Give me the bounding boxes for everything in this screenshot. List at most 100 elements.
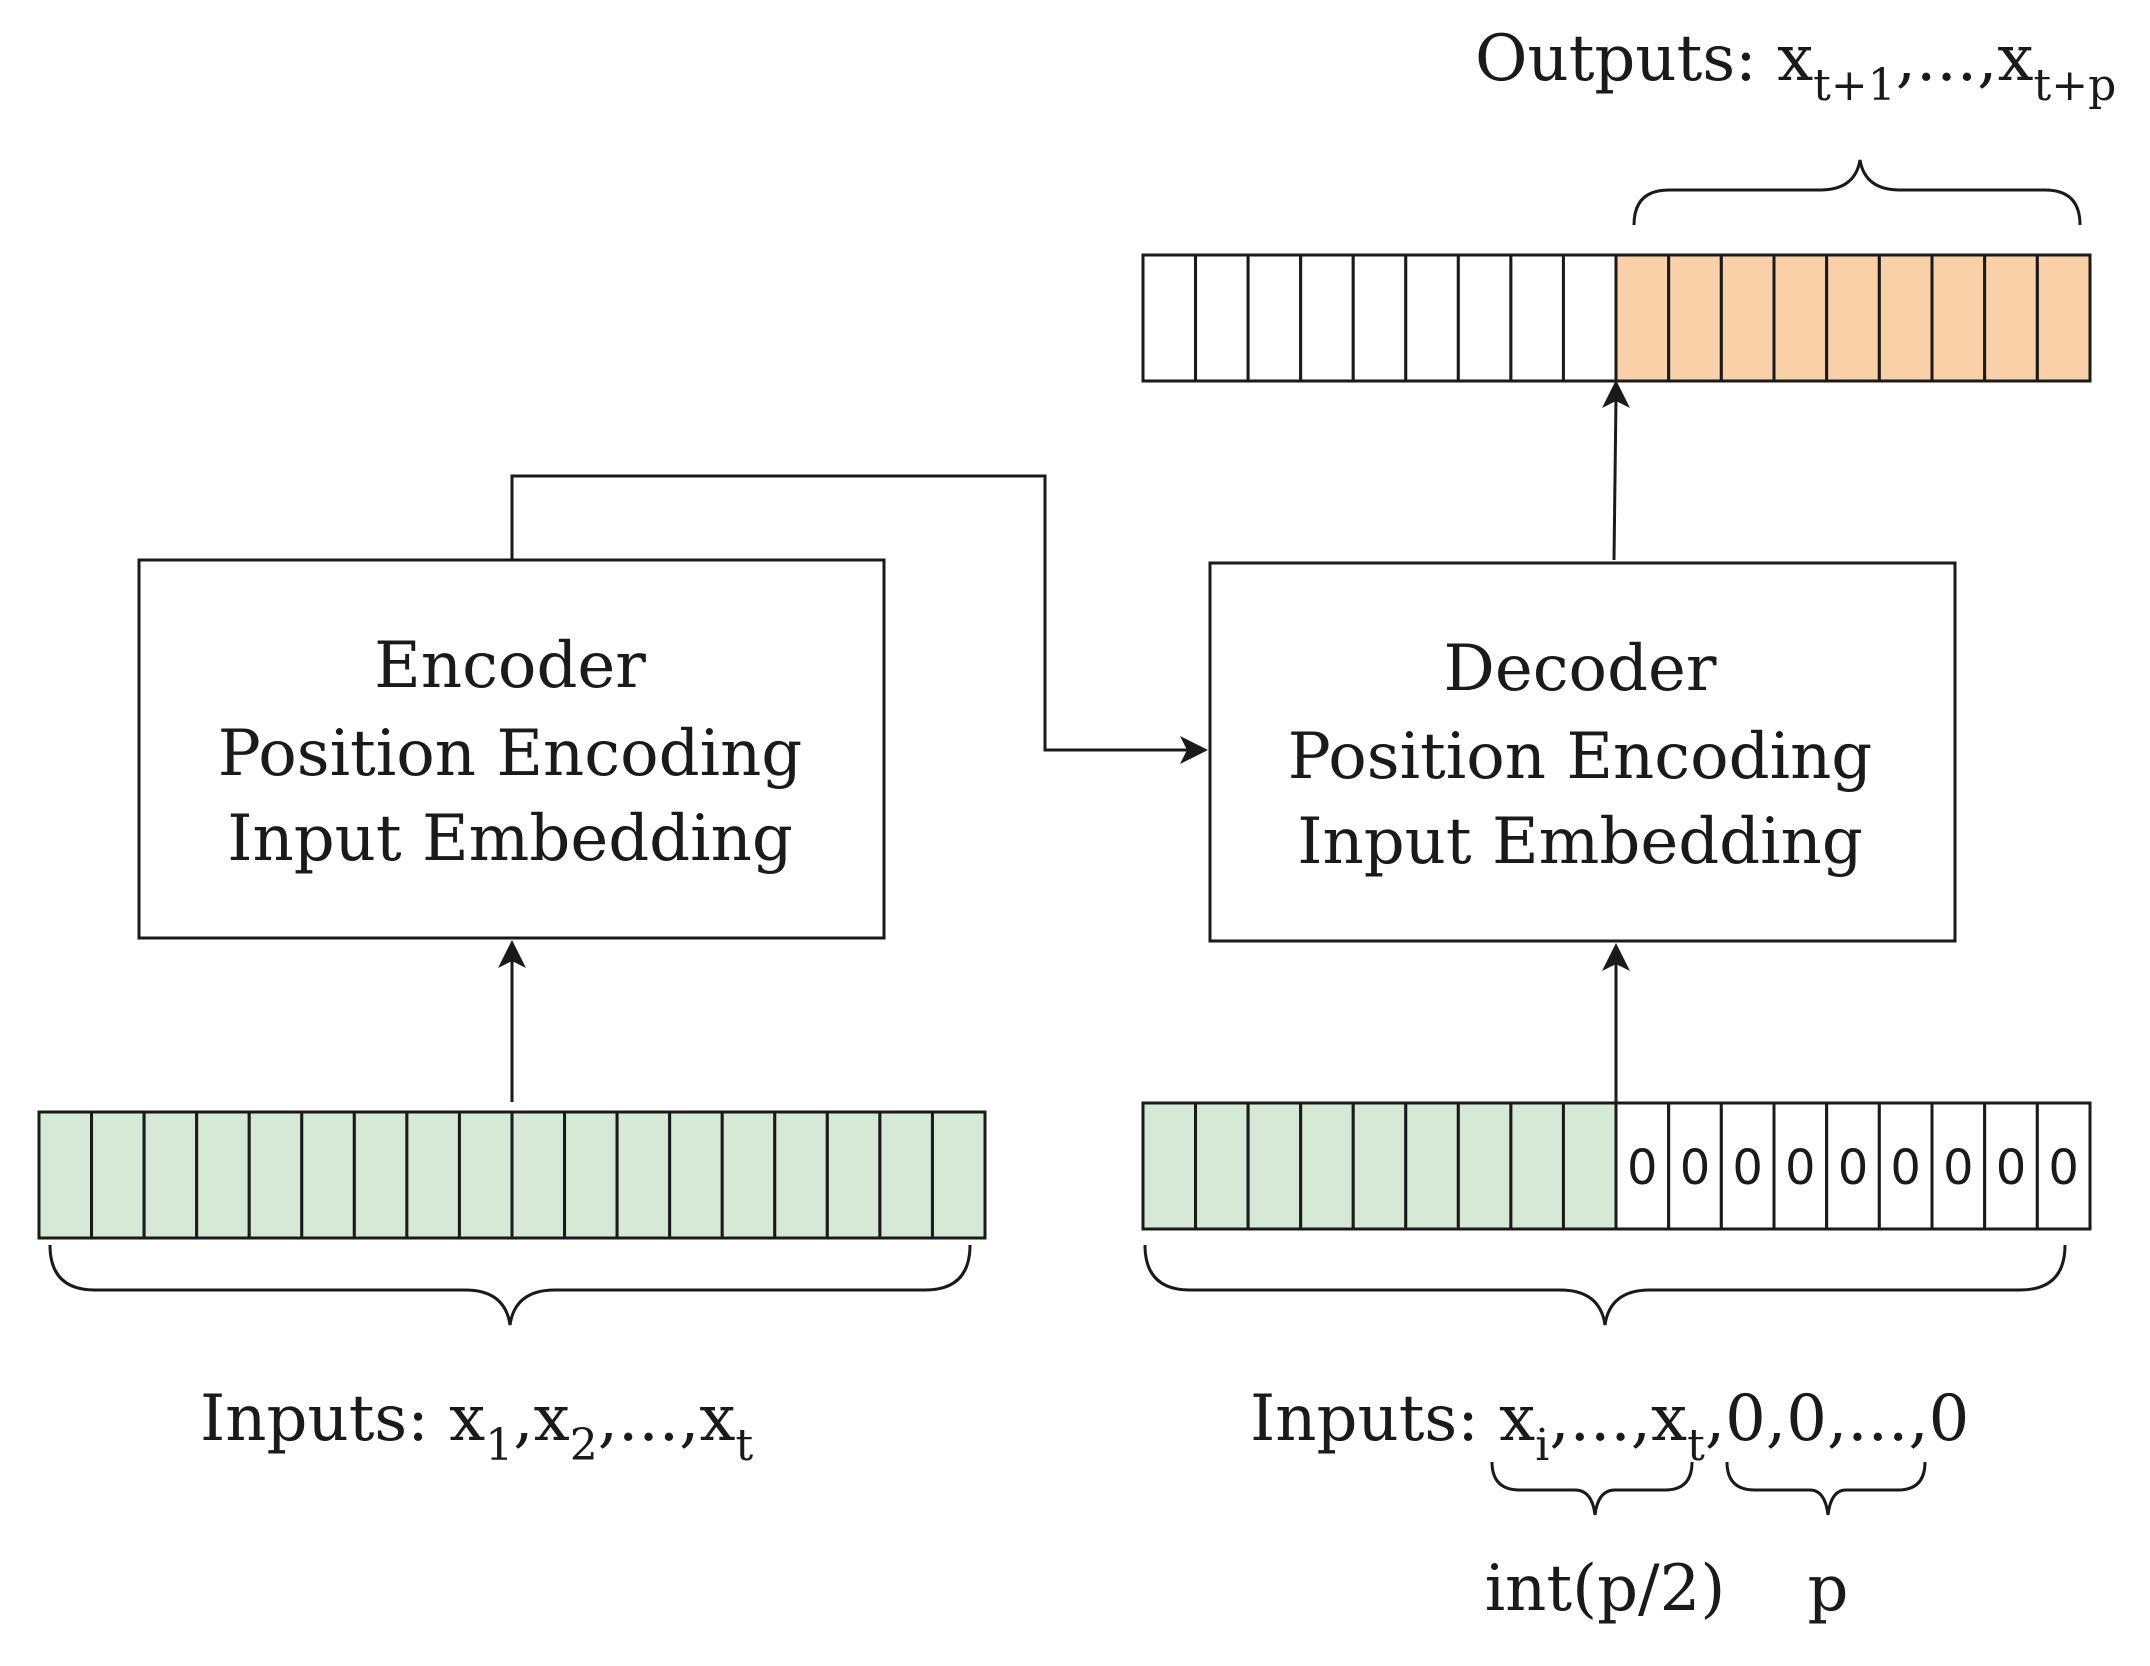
decoder-line-3: Input Embedding <box>1297 805 1863 879</box>
output-prediction-cell <box>2035 253 2092 383</box>
encoder-input-brace <box>48 1244 972 1326</box>
output-empty-cell <box>1561 253 1618 383</box>
output-empty-cell <box>1351 253 1408 383</box>
decoder-input-cell <box>1561 1101 1618 1231</box>
output-empty-cell <box>1141 253 1198 383</box>
decoder-input-arrowhead <box>1602 943 1630 971</box>
outputs-sub-2: t+p <box>2034 60 2117 111</box>
encoder-input-cell <box>457 1110 514 1240</box>
encoder-inputs-label: Inputs: x1,x2,...,xt <box>200 1382 754 1471</box>
int-p-half-brace <box>1490 1461 1694 1516</box>
encoder-line-1: Encoder <box>374 629 646 703</box>
encoder-input-cell <box>563 1110 619 1240</box>
encoder-to-decoder-arrowhead <box>1180 736 1208 764</box>
zero-cell-text: 0 <box>1785 1140 1816 1196</box>
zero-cell-text: 0 <box>1943 1140 1974 1196</box>
decoder-inputs-label: Inputs: xi,...,xt,0,0,...,0 <box>1250 1382 1969 1471</box>
output-prediction-cell <box>1772 253 1829 383</box>
dec-label-b: ,...,x <box>1549 1382 1687 1456</box>
encoder-input-arrowhead <box>498 940 526 968</box>
encoder-input-cell <box>352 1110 409 1240</box>
decoder-zero-cell <box>1667 1101 1723 1231</box>
decoder-zero-cell <box>1772 1101 1829 1231</box>
encoder-input-cell <box>405 1110 461 1240</box>
decoder-line-2: Position Encoding <box>1288 720 1873 794</box>
output-empty-cell <box>1246 253 1303 383</box>
output-empty-cell <box>1456 253 1513 383</box>
encoder-input-cell <box>825 1110 882 1240</box>
enc-label-a: Inputs: x <box>200 1382 485 1456</box>
decoder-input-cell <box>1351 1101 1408 1231</box>
encoder-to-decoder-connector <box>510 474 1190 752</box>
enc-sub-t: t <box>736 1420 754 1471</box>
encoder-input-cell <box>878 1110 934 1240</box>
encoder-line-3: Input Embedding <box>227 802 793 876</box>
decoder-input-cell <box>1141 1101 1198 1231</box>
decoder-line-1: Decoder <box>1444 632 1717 706</box>
encoder-input-cell <box>90 1110 146 1240</box>
zero-cell-text: 0 <box>1680 1140 1711 1196</box>
decoder-output-arrowhead <box>1602 380 1630 408</box>
dec-label-a: Inputs: x <box>1250 1382 1535 1456</box>
zero-cell-text: 0 <box>1838 1140 1869 1196</box>
encoder-input-cell <box>720 1110 777 1240</box>
enc-sub-2: 2 <box>570 1420 598 1471</box>
encoder-input-cell <box>668 1110 724 1240</box>
decoder-input-cell <box>1194 1101 1250 1231</box>
outputs-label: Outputs: xt+1,...,xt+p <box>1475 22 2116 111</box>
encoder-input-cell <box>773 1110 829 1240</box>
output-prediction-cell <box>1614 253 1671 383</box>
p-brace <box>1725 1461 1927 1516</box>
zero-cell-text: 0 <box>1732 1140 1763 1196</box>
encoder-input-cell <box>300 1110 356 1240</box>
decoder-output-arrow-line <box>1612 397 1618 561</box>
p-label: p <box>1808 1552 1849 1626</box>
decoder-input-cell <box>1404 1101 1460 1231</box>
decoder-zero-cell <box>1719 1101 1776 1231</box>
outputs-brace <box>1632 159 2082 226</box>
enc-label-b: ,x <box>513 1382 569 1456</box>
encoder-input-cell <box>510 1110 567 1240</box>
encoder-input-cell <box>930 1110 987 1240</box>
dec-label-c: ,0,0,...,0 <box>1705 1382 1970 1456</box>
encoder-input-cell <box>247 1110 304 1240</box>
zero-cell-text: 0 <box>2048 1140 2079 1196</box>
enc-label-c: ,...,x <box>598 1382 736 1456</box>
decoder-zero-cell <box>1614 1101 1671 1231</box>
encoder-line-2: Position Encoding <box>218 717 803 791</box>
output-prediction-cell <box>1667 253 1723 383</box>
decoder-input-cell <box>1509 1101 1565 1231</box>
outputs-sub-1: t+1 <box>1813 60 1896 111</box>
encoder-input-array <box>37 1110 987 1240</box>
outputs-mid: ,...,x <box>1896 22 2034 96</box>
encoder-input-cell <box>142 1110 199 1240</box>
outputs-label-main: Outputs: x <box>1475 22 1813 96</box>
encoder-input-cell <box>37 1110 94 1240</box>
encoder-input-cell <box>615 1110 672 1240</box>
output-array <box>1141 253 2092 383</box>
decoder-box <box>1208 561 1957 943</box>
decoder-input-brace <box>1143 1244 2067 1326</box>
output-prediction-cell <box>1930 253 1987 383</box>
decoder-input-cell <box>1246 1101 1303 1231</box>
decoder-input-cell <box>1456 1101 1513 1231</box>
zero-cell-text: 0 <box>1996 1140 2027 1196</box>
output-prediction-cell <box>1877 253 1934 383</box>
encoder-input-cell <box>195 1110 251 1240</box>
zero-cell-text: 0 <box>1890 1140 1921 1196</box>
output-prediction-cell <box>1719 253 1776 383</box>
dec-sub-t: t <box>1687 1420 1705 1471</box>
output-empty-cell <box>1299 253 1355 383</box>
decoder-input-cell <box>1299 1101 1355 1231</box>
output-empty-cell <box>1509 253 1565 383</box>
decoder-zero-cell <box>2035 1101 2092 1231</box>
enc-sub-1: 1 <box>485 1420 513 1471</box>
output-empty-cell <box>1194 253 1250 383</box>
output-empty-cell <box>1404 253 1460 383</box>
output-prediction-cell <box>1825 253 1881 383</box>
zero-cell-text: 0 <box>1627 1140 1658 1196</box>
encoder-box <box>137 558 886 940</box>
int-p-half-label: int(p/2) <box>1485 1552 1726 1626</box>
